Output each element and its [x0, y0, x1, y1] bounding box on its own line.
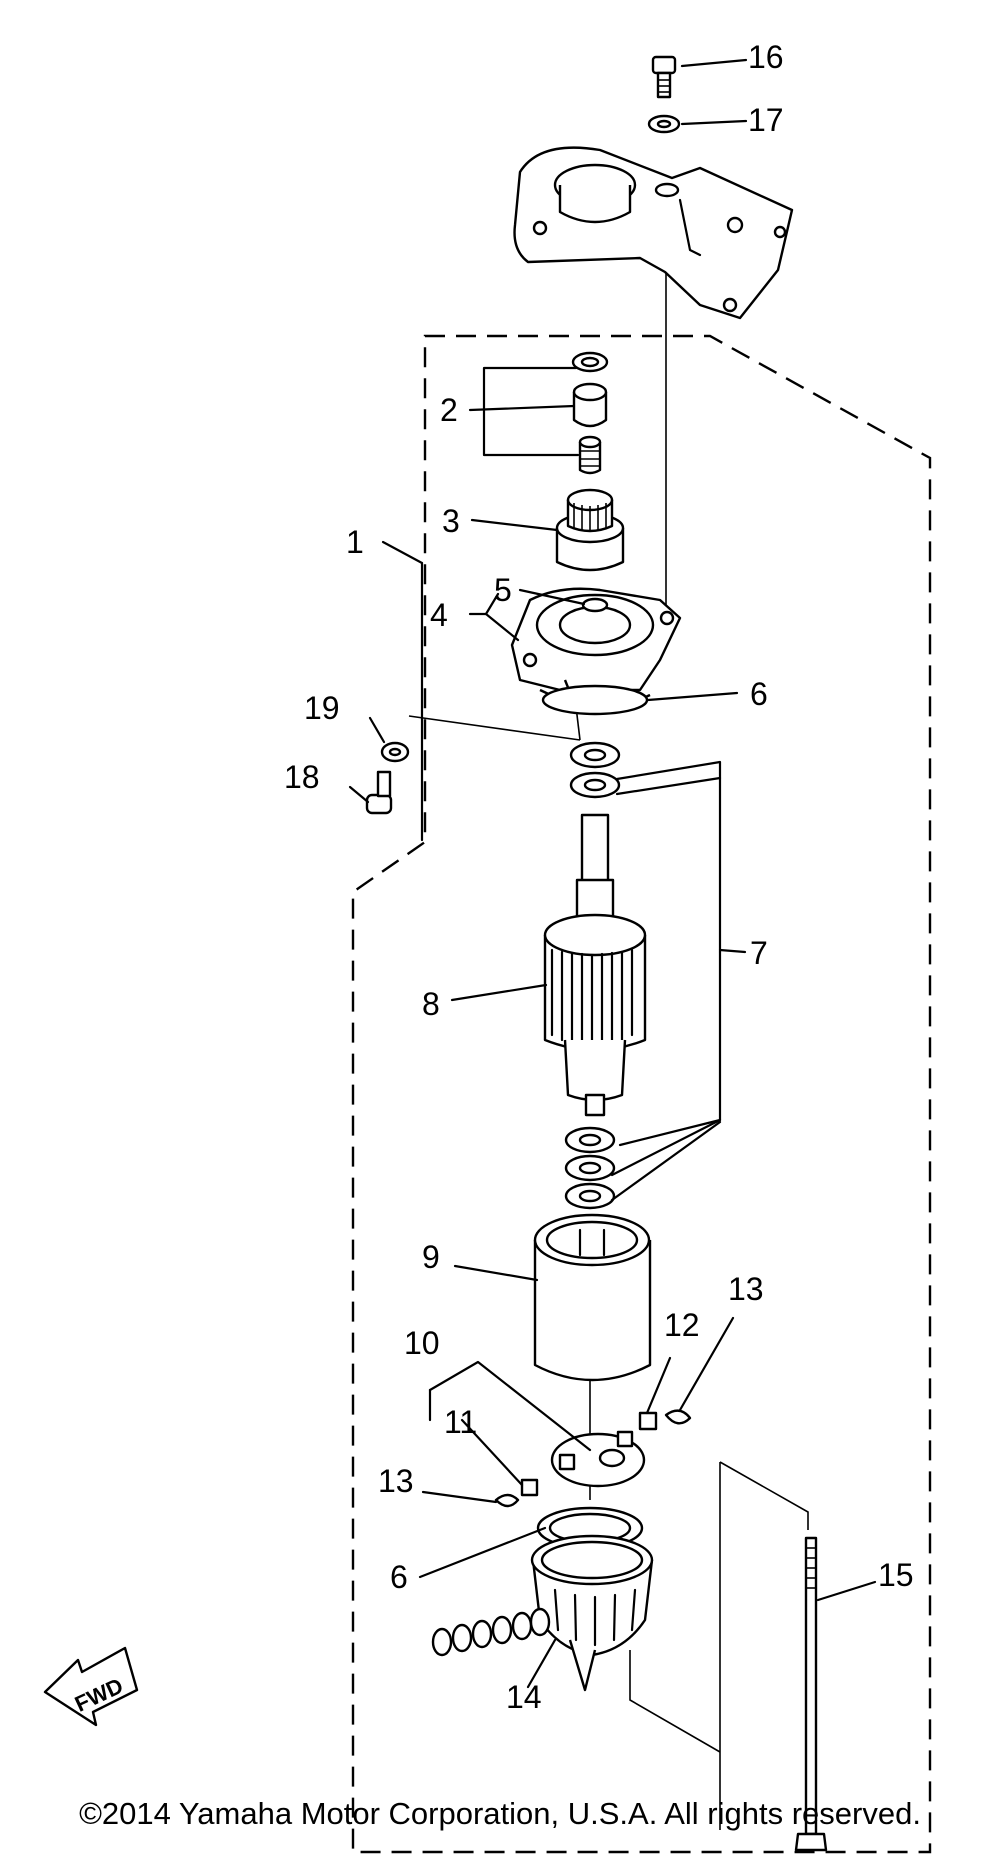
part-15-through-bolt — [794, 1536, 828, 1852]
copyright-notice: ©2014 Yamaha Motor Corporation, U.S.A. A… — [79, 1796, 921, 1831]
part-8-armature — [543, 813, 647, 1117]
callout-12: 12 — [664, 1307, 700, 1343]
part-3-pinion-gear — [555, 488, 625, 572]
part-10-brush-holder — [550, 1430, 646, 1488]
callout-6-upper: 6 — [750, 676, 768, 712]
callout-1: 1 — [346, 524, 364, 560]
fwd-arrow-icon: FWD — [43, 1646, 139, 1727]
callout-3: 3 — [442, 503, 460, 539]
callout-17: 17 — [748, 102, 784, 138]
callout-14: 14 — [506, 1679, 542, 1715]
part-7-washers-lower — [564, 1126, 616, 1210]
part-13-spring-right — [664, 1409, 692, 1425]
callout-9: 9 — [422, 1239, 440, 1275]
callout-15: 15 — [878, 1557, 914, 1593]
through-bolt-guide — [719, 1461, 809, 1530]
assembly-boundary — [351, 334, 932, 1854]
part-11-brush — [520, 1478, 539, 1497]
callout-2: 2 — [440, 392, 458, 428]
callout-8: 8 — [422, 986, 440, 1022]
part-18-screw — [365, 770, 393, 815]
part-16-bolt — [651, 55, 677, 99]
part-13-spring-left — [494, 1493, 520, 1508]
callout-11: 11 — [444, 1404, 477, 1440]
callout-13-right: 13 — [728, 1271, 764, 1307]
callout-6-lower: 6 — [390, 1559, 408, 1595]
callout-7: 7 — [750, 935, 768, 971]
screw-guide — [408, 715, 581, 741]
part-7-washers-upper — [569, 741, 621, 799]
part-6-o-ring-upper — [541, 684, 649, 716]
part-2-parts-group — [571, 351, 609, 475]
callout-4: 4 — [430, 597, 448, 633]
part-19-washer — [380, 741, 410, 763]
part-17-washer — [647, 114, 681, 134]
callout-16: 16 — [748, 39, 784, 75]
part-12-brush — [638, 1411, 658, 1431]
callout-18: 18 — [284, 759, 320, 795]
callout-10: 10 — [404, 1325, 440, 1361]
mounting-bracket — [513, 146, 794, 320]
callout-5: 5 — [494, 572, 512, 608]
part-14-rear-housing — [530, 1534, 654, 1692]
through-bolt-guide-bottom — [629, 1650, 721, 1753]
leader-lines — [348, 58, 877, 1689]
part-9-yoke — [533, 1213, 652, 1382]
callout-13-left: 13 — [378, 1463, 414, 1499]
part-4-front-housing — [510, 587, 682, 708]
part-14-springs — [431, 1607, 551, 1657]
callout-19: 19 — [304, 690, 340, 726]
